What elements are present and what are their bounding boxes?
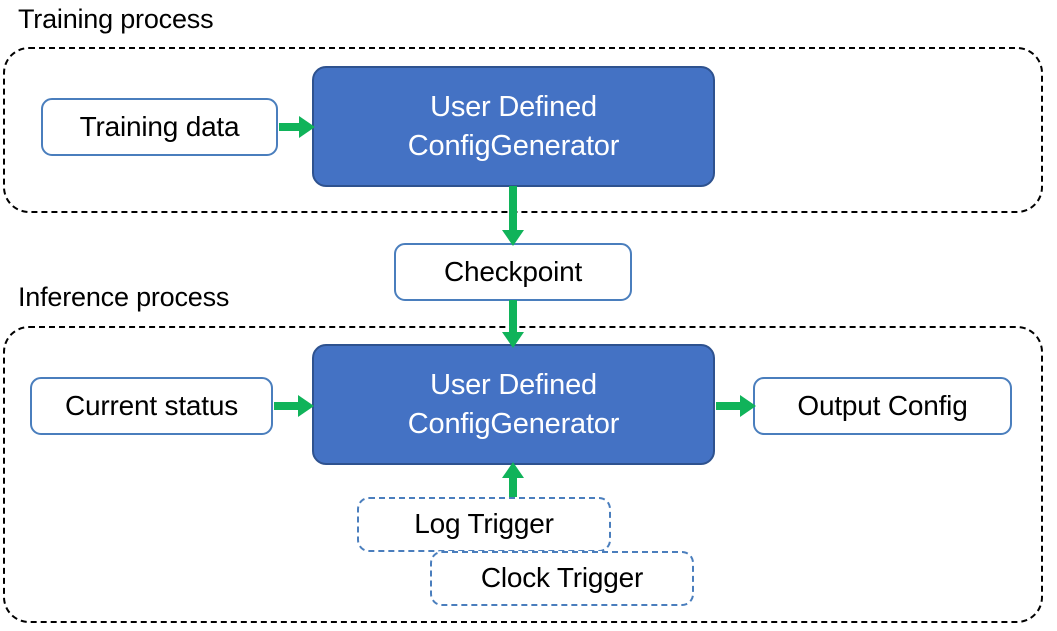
arrow-head bbox=[502, 230, 524, 246]
training-process-container bbox=[3, 47, 1043, 213]
node-output-config[interactable]: Output Config bbox=[753, 377, 1012, 435]
node-checkpoint[interactable]: Checkpoint bbox=[394, 243, 632, 301]
proc-label-line1: User Defined bbox=[430, 368, 597, 401]
arrow-head bbox=[740, 395, 756, 417]
arrow-triggers-to-config-generator bbox=[502, 462, 524, 506]
arrow-head bbox=[502, 332, 524, 348]
training-process-label: Training process bbox=[18, 4, 214, 34]
arrow-shaft bbox=[716, 402, 742, 410]
proc-label-line2: ConfigGenerator bbox=[407, 407, 620, 440]
arrow-checkpoint-to-config-generator bbox=[502, 300, 524, 348]
arrow-shaft bbox=[509, 300, 517, 334]
inference-process-label: Inference process bbox=[18, 282, 230, 312]
arrow-shaft bbox=[509, 472, 517, 506]
arrow-head bbox=[299, 116, 315, 138]
proc-label-line1: User Defined bbox=[430, 90, 597, 123]
arrow-config-generator-to-output-config bbox=[716, 395, 756, 417]
arrow-head bbox=[502, 462, 524, 478]
arrow-shaft bbox=[279, 123, 301, 131]
arrow-training-data-to-config-generator bbox=[279, 116, 315, 138]
node-user-defined-config-generator-inference[interactable]: User Defined ConfigGenerator bbox=[312, 344, 715, 465]
node-log-trigger-label: Log Trigger bbox=[414, 508, 554, 540]
node-current-status[interactable]: Current status bbox=[30, 377, 273, 435]
arrow-shaft bbox=[509, 186, 517, 232]
node-user-defined-config-generator-training[interactable]: User Defined ConfigGenerator bbox=[312, 66, 715, 187]
arrow-config-generator-to-checkpoint bbox=[502, 186, 524, 246]
proc-label-line2: ConfigGenerator bbox=[407, 129, 620, 162]
node-checkpoint-label: Checkpoint bbox=[443, 255, 583, 287]
arrow-current-status-to-config-generator bbox=[274, 395, 314, 417]
node-clock-trigger[interactable]: Clock Trigger bbox=[430, 551, 694, 606]
inference-process-container bbox=[3, 326, 1043, 623]
node-current-status-label: Current status bbox=[64, 389, 239, 421]
node-log-trigger[interactable]: Log Trigger bbox=[357, 497, 611, 552]
node-output-config-label: Output Config bbox=[797, 389, 968, 421]
node-training-data[interactable]: Training data bbox=[41, 98, 278, 156]
node-training-data-label: Training data bbox=[79, 110, 240, 142]
node-clock-trigger-label: Clock Trigger bbox=[480, 562, 644, 594]
arrow-head bbox=[298, 395, 314, 417]
arrow-shaft bbox=[274, 402, 300, 410]
